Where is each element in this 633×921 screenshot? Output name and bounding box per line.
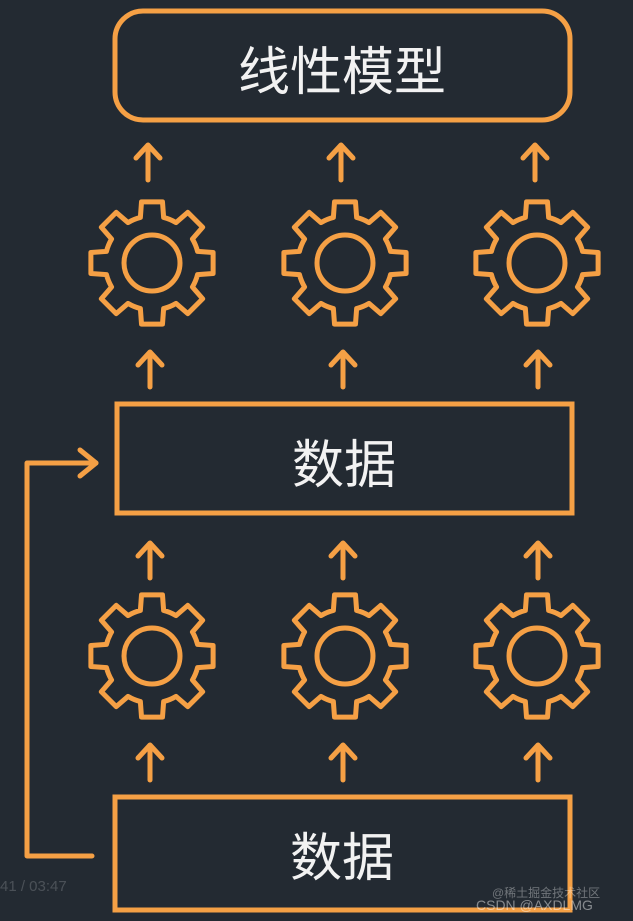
watermark-juejin: @稀土掘金技术社区 [492, 886, 601, 900]
top-box-label: 线性模型 [238, 43, 446, 103]
arrow-up-icon [526, 352, 550, 387]
arrow-up-icon [136, 145, 160, 180]
arrow-up-icon [138, 352, 162, 387]
gear-icon [476, 595, 598, 717]
top-box: 线性模型 [112, 8, 573, 123]
video-timestamp: 41 / 03:47 [0, 878, 67, 895]
arrow-up-icon [523, 145, 547, 180]
middle-box: 数据 [114, 401, 575, 516]
arrow-up-icon [526, 543, 550, 578]
gear-icon [91, 202, 213, 324]
arrow-up-icon [331, 352, 355, 387]
arrow-up-icon [329, 145, 353, 180]
gear-icon [284, 202, 406, 324]
middle-box-label: 数据 [292, 436, 396, 496]
arrow-up-icon [331, 745, 355, 780]
watermark-csdn: CSDN @AXDLMG [476, 897, 593, 913]
arrow-up-icon [331, 543, 355, 578]
gear-icon [91, 595, 213, 717]
arrow-up-icon [526, 745, 550, 780]
feedback-loop-arrow [24, 447, 99, 859]
bottom-box: 数据 [112, 794, 573, 913]
arrow-up-icon [138, 745, 162, 780]
gear-icon [476, 202, 598, 324]
bottom-box-label: 数据 [290, 829, 394, 889]
arrow-up-icon [138, 543, 162, 578]
gear-icon [284, 595, 406, 717]
